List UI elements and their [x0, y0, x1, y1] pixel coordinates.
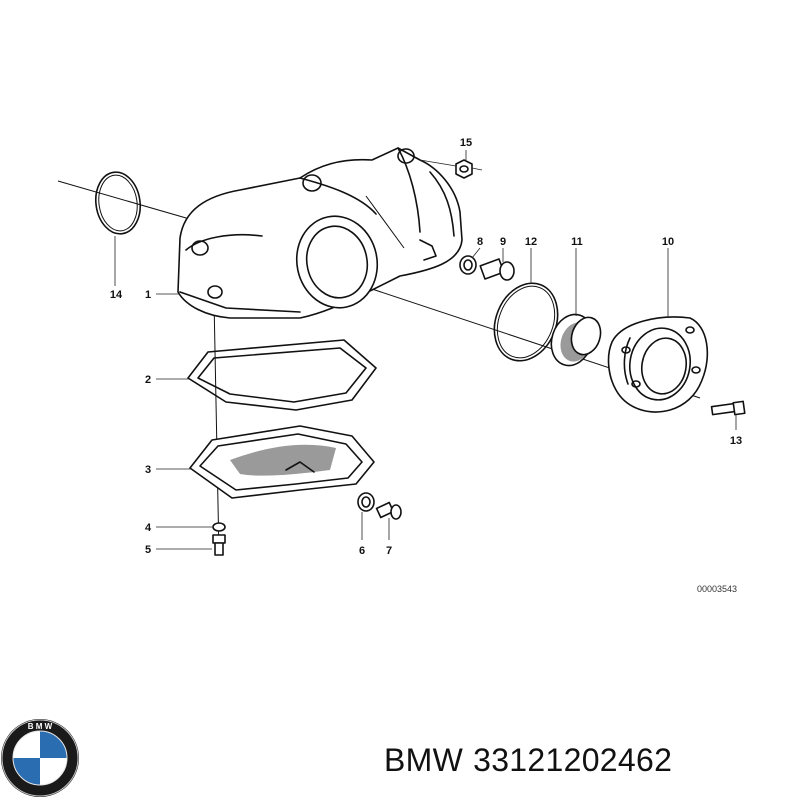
washer-part-4	[212, 522, 226, 532]
logo-quadrant-blue-2	[13, 758, 40, 785]
bottom-cover-part-3	[189, 425, 375, 499]
callout-2: 2	[145, 374, 151, 386]
logo-lettering: B M W	[28, 722, 53, 731]
callout-6: 6	[359, 545, 365, 557]
plug-part-7	[375, 501, 402, 520]
housing-cover-part-1	[177, 147, 463, 319]
callout-13: 13	[730, 435, 742, 447]
drawing-id: 00003543	[697, 584, 737, 594]
callout-7: 7	[386, 545, 392, 557]
bolt-part-5	[212, 534, 226, 556]
screw-part-13	[710, 400, 746, 416]
callout-5: 5	[145, 544, 151, 556]
callout-14: 14	[110, 289, 123, 301]
shaft-seal-part-11	[550, 313, 602, 367]
caption-brand: BMW	[384, 742, 464, 778]
logo-quadrant-blue-1	[40, 731, 67, 758]
logo-quadrant-white-1	[40, 758, 67, 785]
seal-ring-part-6	[357, 492, 375, 512]
callout-4: 4	[145, 522, 152, 534]
o-ring-part-14	[94, 171, 142, 235]
gasket-part-2	[187, 339, 377, 411]
callout-15: 15	[460, 137, 472, 149]
leader-lines	[114, 150, 737, 550]
seal-ring-part-8	[459, 255, 477, 275]
flange-part-10	[607, 316, 709, 413]
bmw-logo: B M W	[1, 719, 79, 797]
logo-quadrant-white-2	[13, 731, 40, 758]
callout-1: 1	[145, 289, 151, 301]
callout-labels: 1 2 3 4 5 6 7 8 9 10 11 12 13 14 15	[110, 137, 742, 557]
plug-part-9	[479, 258, 515, 281]
caption-part-number: 33121202462	[473, 742, 673, 778]
callout-11: 11	[571, 236, 583, 248]
callout-10: 10	[662, 236, 674, 248]
callout-9: 9	[500, 236, 506, 248]
callout-3: 3	[145, 464, 151, 476]
callout-12: 12	[525, 236, 537, 248]
nut-part-15	[419, 159, 483, 179]
callout-8: 8	[477, 236, 483, 248]
